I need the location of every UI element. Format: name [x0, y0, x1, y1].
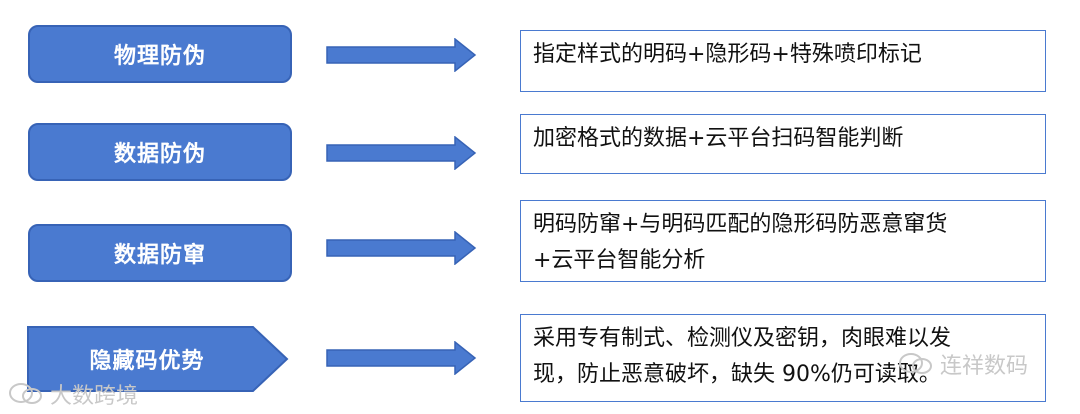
- right-arrow-icon: [326, 231, 477, 265]
- desc-data-antidiversion: 明码防窜+与明码匹配的隐形码防恶意窜货 +云平台智能分析: [520, 200, 1046, 282]
- label-data-antidiversion: 数据防窜: [28, 224, 292, 282]
- right-arrow-icon: [326, 341, 477, 375]
- watermark-left: 大数跨境: [8, 378, 138, 410]
- desc-hidden-code-advantage: 采用专有制式、检测仪及密钥，肉眼难以发 现，防止恶意破坏，缺失 90%仍可读取。: [520, 314, 1046, 402]
- desc-line: 采用专有制式、检测仪及密钥，肉眼难以发: [533, 326, 952, 351]
- desc-data-anticounterfeit: 加密格式的数据+云平台扫码智能判断: [520, 114, 1046, 174]
- desc-line: +云平台智能分析: [533, 248, 706, 273]
- desc-line: 现，防止恶意破坏，缺失 90%仍可读取。: [533, 362, 941, 387]
- right-arrow-icon: [326, 136, 477, 170]
- label-physical-anticounterfeit: 物理防伪: [28, 25, 292, 83]
- wechat-icon: [899, 353, 932, 374]
- watermark-left-text: 大数跨境: [50, 384, 139, 409]
- label-data-anticounterfeit: 数据防伪: [28, 123, 292, 181]
- desc-line: 明码防窜+与明码匹配的隐形码防恶意窜货: [533, 212, 948, 237]
- desc-physical-anticounterfeit: 指定样式的明码+隐形码+特殊喷印标记: [520, 30, 1046, 92]
- label-hidden-code-advantage: 隐藏码优势: [89, 349, 205, 374]
- watermark-right: 连祥数码: [898, 348, 1028, 380]
- wechat-icon: [9, 383, 42, 404]
- desc-line: 加密格式的数据+云平台扫码智能判断: [533, 126, 904, 151]
- watermark-right-text: 连祥数码: [940, 354, 1029, 379]
- right-arrow-icon: [326, 38, 477, 72]
- pentagon-shape: [27, 326, 289, 392]
- desc-line: 指定样式的明码+隐形码+特殊喷印标记: [533, 42, 922, 67]
